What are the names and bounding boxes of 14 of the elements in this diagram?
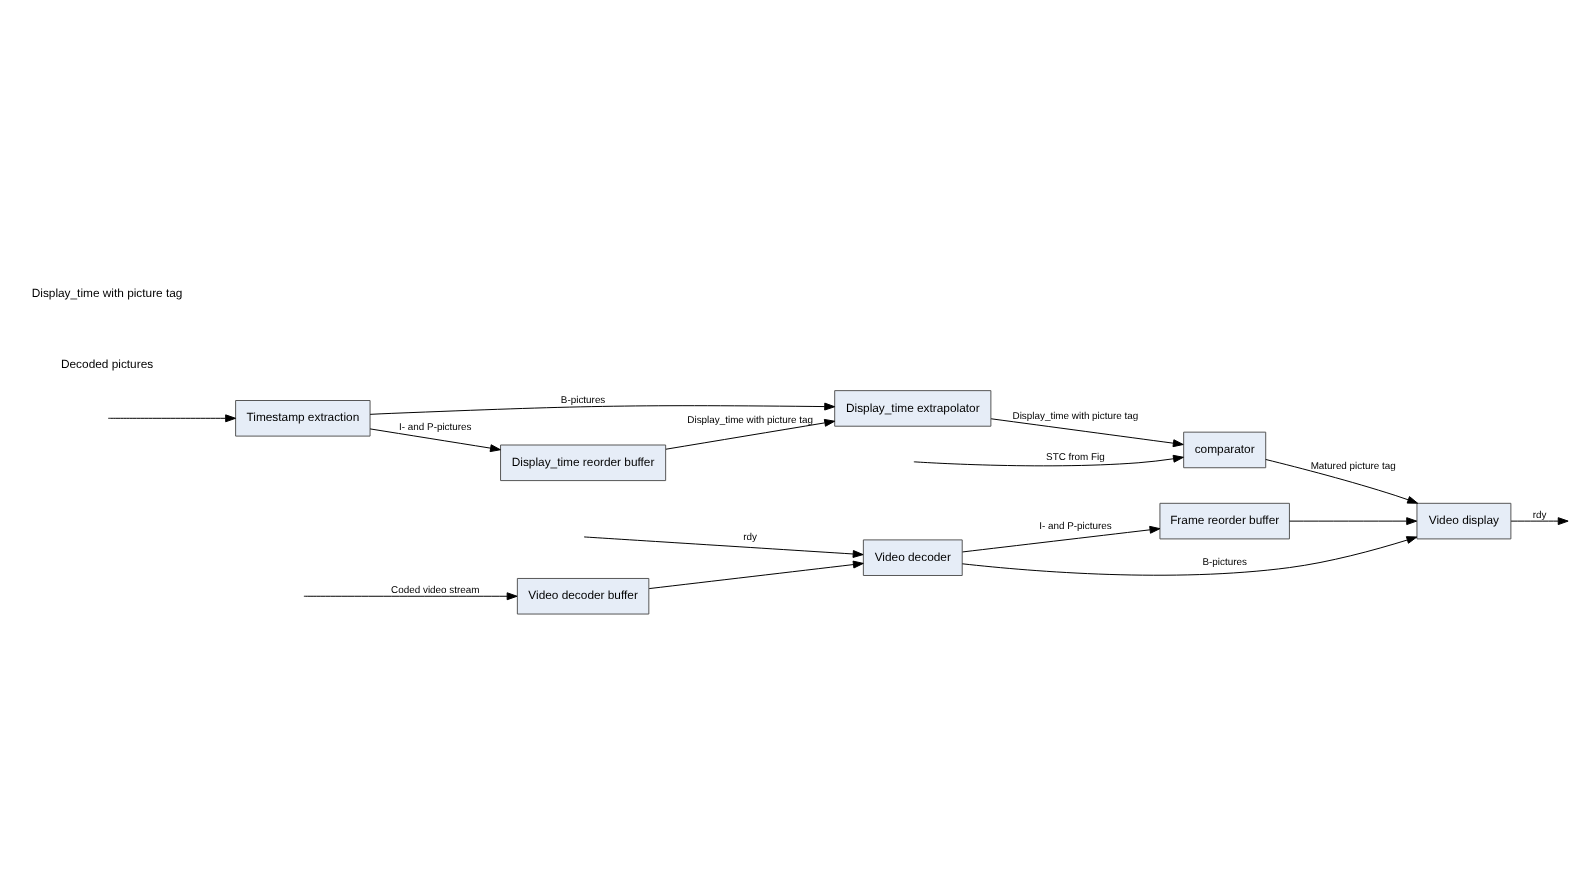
arrow — [648, 560, 864, 590]
arrow — [1510, 517, 1569, 526]
arrow — [303, 592, 518, 601]
arrow — [107, 414, 237, 423]
arrow — [583, 536, 864, 558]
arrow — [369, 402, 836, 415]
arrow — [962, 525, 1161, 553]
arrow — [913, 454, 1184, 467]
arrow — [665, 418, 836, 450]
arrow — [369, 428, 501, 453]
arrow — [990, 418, 1184, 448]
arrow — [1289, 517, 1418, 526]
arrow — [961, 536, 1418, 576]
arrow — [1265, 459, 1419, 504]
